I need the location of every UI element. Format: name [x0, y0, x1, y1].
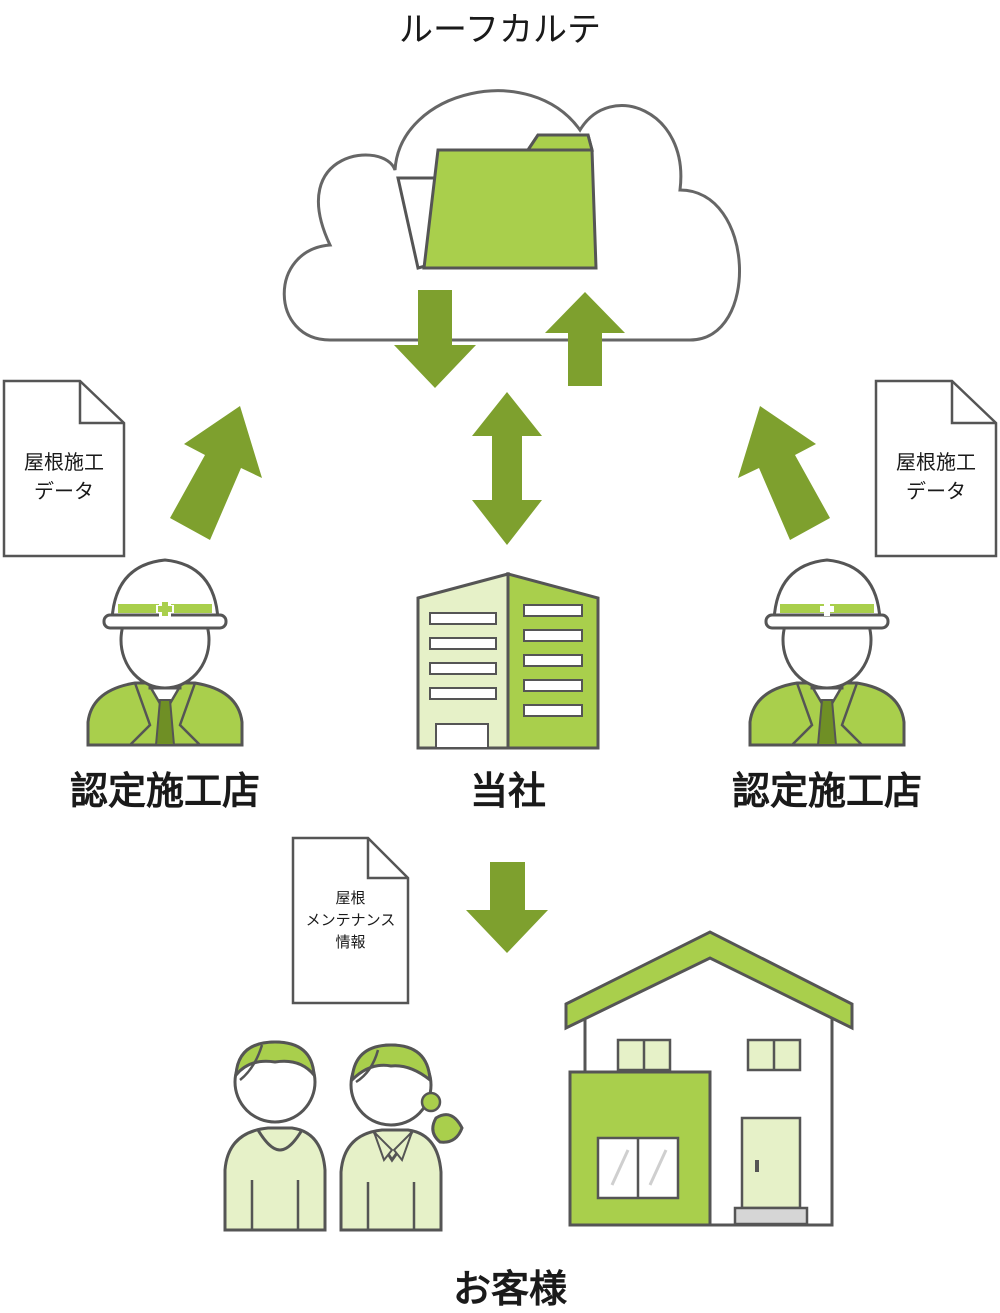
diagram-title: ルーフカルテ — [399, 10, 601, 50]
document-maintenance-line-3: 情報 — [335, 932, 366, 951]
document-left-line-1: 屋根施工 — [24, 450, 104, 474]
document-icon-left — [2, 379, 126, 558]
installer-left-label: 認定施工店 — [69, 769, 260, 813]
document-maintenance-line-1: 屋根 — [335, 889, 366, 907]
worker-icon-right — [748, 558, 906, 747]
customer-woman-icon — [339, 1043, 464, 1232]
arrow-bidirectional — [472, 392, 542, 545]
arrow-up-right-installer — [738, 406, 830, 540]
arrow-up-left-installer — [170, 406, 262, 540]
installer-right-label: 認定施工店 — [731, 769, 922, 813]
customer-label: お客様 — [452, 1267, 567, 1311]
arrow-down-customer — [466, 862, 548, 953]
customer-man-icon — [223, 1040, 327, 1232]
document-left-text: 屋根施工 データ — [4, 448, 124, 506]
building-icon — [416, 572, 600, 750]
arrow-down-cloud — [394, 290, 476, 388]
document-icon-maintenance — [291, 836, 410, 1005]
house-icon — [564, 930, 854, 1227]
document-right-line-1: 屋根施工 — [896, 450, 976, 474]
document-right-text: 屋根施工 データ — [876, 448, 996, 506]
document-maintenance-line-2: メンテナンス — [305, 910, 396, 929]
arrow-up-cloud — [545, 292, 625, 386]
company-label: 当社 — [469, 769, 546, 813]
document-right-line-2: データ — [906, 479, 966, 503]
document-left-line-2: データ — [34, 479, 94, 503]
document-icon-right — [874, 379, 998, 558]
folder-icon — [396, 133, 598, 270]
worker-icon-left — [86, 558, 244, 747]
document-maintenance-text: 屋根 メンテナンス 情報 — [293, 888, 408, 953]
